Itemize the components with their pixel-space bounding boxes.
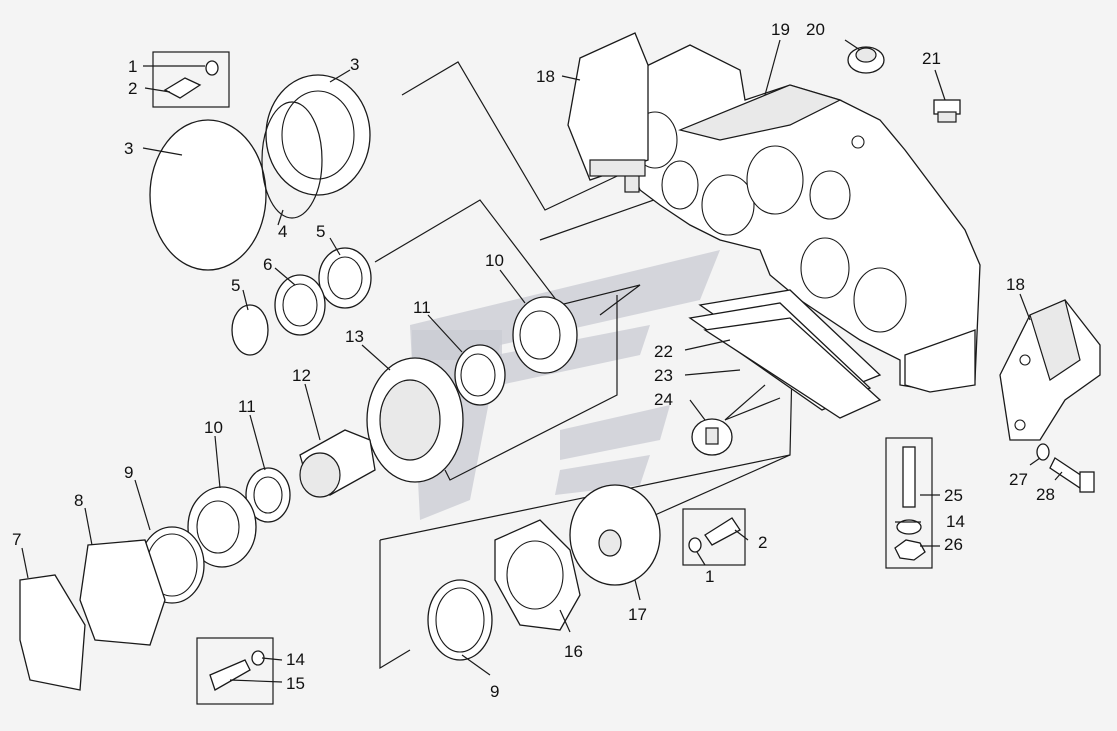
gearbox-housing [624,44,981,393]
callout-label: 14 [286,650,305,669]
callout-label: 12 [292,366,311,385]
callout-label: 1 [128,57,137,76]
callout-label: 15 [286,674,305,693]
callout-label: 19 [771,20,790,39]
stud-detail-box [885,437,933,569]
bolt-washer-detail-bottom [196,637,274,705]
spur-gear [366,357,464,483]
callout-label: 20 [806,20,825,39]
drain-plug [847,46,885,74]
callout-label: 11 [238,397,256,416]
callout-label: 7 [12,530,21,549]
callout-label: 17 [628,605,647,624]
callout-label: 10 [485,251,504,270]
dowel-pin-detail [691,418,733,456]
callout-label: 14 [946,512,965,531]
splined-shaft [299,429,376,498]
callout-labels: 1 2 3 3 4 5 5 6 7 8 9 9 10 10 11 11 12 1… [12,20,1055,701]
callout-label: 28 [1036,485,1055,504]
callout-label: 11 [413,298,431,317]
end-cover-assembly [149,51,371,271]
callout-label: 2 [758,533,767,552]
oil-seals [231,247,372,356]
callout-label: 24 [654,390,673,409]
callout-label: 16 [564,642,583,661]
callout-label: 22 [654,342,673,361]
callout-label: 9 [124,463,133,482]
callout-label: 6 [263,255,272,274]
callout-label: 3 [124,139,133,158]
bottom-gasket-plates [688,289,882,419]
callout-label: 2 [128,79,137,98]
side-cover-left [567,32,649,181]
callout-label: 3 [350,55,359,74]
callout-label: 1 [705,567,714,586]
callout-label: 5 [231,276,240,295]
callout-label: 18 [1006,275,1025,294]
fill-plug [933,99,961,123]
callout-label: 10 [204,418,223,437]
callout-label: 26 [944,535,963,554]
cover-and-gasket-left [19,539,166,691]
callout-label: 8 [74,491,83,510]
bolt-washer-right [1036,443,1095,493]
mounting-bracket [999,299,1101,441]
leader-lines [21,39,1063,683]
callout-label: 9 [490,682,499,701]
callout-label: 27 [1009,470,1028,489]
callout-label: 18 [536,67,555,86]
callout-label: 21 [922,49,941,68]
callout-label: 5 [316,222,325,241]
callout-label: 23 [654,366,673,385]
bearing-left [187,467,291,568]
callout-label: 13 [345,327,364,346]
callout-label: 25 [944,486,963,505]
bearing-right [454,296,578,406]
bottom-flange-assembly [427,484,746,661]
callout-label: 4 [278,222,287,241]
